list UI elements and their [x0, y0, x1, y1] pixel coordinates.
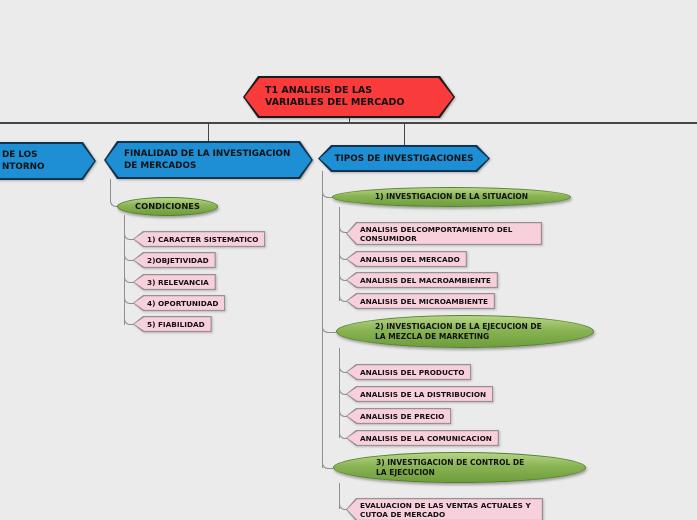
leaf-analisis-precio[interactable]: ANALISIS DE PRECIO — [346, 408, 451, 424]
leaf-condicion-4[interactable]: 4) OPORTUNIDAD — [133, 295, 225, 311]
connector-tipos-stub — [404, 122, 406, 146]
connector-elbow — [322, 323, 336, 333]
connector-elbow — [124, 251, 134, 261]
group-investigacion-control[interactable]: 3) INVESTIGACION DE CONTROL DE LA EJECUC… — [333, 452, 586, 483]
group-investigacion-situacion[interactable]: 1) INVESTIGACION DE LA SITUACION — [332, 187, 571, 207]
branch-entorno-line1: DE LOS — [2, 150, 38, 160]
connector-elbow — [339, 363, 347, 373]
branch-finalidad-label: FINALIDAD DE LA INVESTIGACION DE MERCADO… — [124, 149, 291, 171]
connector-elbow — [339, 271, 347, 281]
connector-elbow — [339, 223, 347, 233]
group-investigacion-ejecucion-mezcla[interactable]: 2) INVESTIGACION DE LA EJECUCION DE LA M… — [336, 315, 594, 348]
connector-elbow — [339, 385, 347, 395]
connector-elbow — [124, 273, 134, 283]
leaf-analisis-distribucion[interactable]: ANALISIS DE LA DISTRIBUCION — [346, 386, 493, 402]
branch-finalidad[interactable]: FINALIDAD DE LA INVESTIGACION DE MERCADO… — [104, 141, 313, 179]
connector-elbow — [124, 230, 134, 240]
connector-elbow — [339, 292, 347, 302]
root-node[interactable]: T1 ANALISIS DE LAS VARIABLES DEL MERCADO — [243, 76, 455, 118]
connector-elbow — [124, 315, 134, 325]
connector-elbow — [322, 459, 333, 469]
branch-tipos[interactable]: TIPOS DE INVESTIGACIONES — [318, 145, 490, 172]
leaf-analisis-microambiente[interactable]: ANALISIS DEL MICROAMBIENTE — [346, 293, 495, 309]
leaf-analisis-macroambiente[interactable]: ANALISIS DEL MACROAMBIENTE — [346, 272, 498, 288]
node-condiciones-label: CONDICIONES — [135, 200, 200, 211]
connector-finalidad-stub — [208, 122, 210, 142]
connector-elbow — [110, 179, 118, 207]
leaf-evaluacion-ventas[interactable]: EVALUACION DE LAS VENTAS ACTUALES Y CUTO… — [346, 498, 543, 520]
connector-trunk — [339, 483, 341, 509]
leaf-condicion-5[interactable]: 5) FIABILIDAD — [133, 316, 212, 332]
branch-entorno-partial[interactable]: DE LOS NTORNO — [0, 142, 96, 180]
connector-elbow — [124, 294, 134, 304]
connector-main-horizontal — [0, 122, 697, 124]
connector-elbow — [339, 407, 347, 417]
connector-elbow — [322, 188, 333, 198]
leaf-analisis-producto[interactable]: ANALISIS DEL PRODUCTO — [346, 364, 471, 380]
branch-tipos-label: TIPOS DE INVESTIGACIONES — [334, 153, 474, 164]
connector-trunk — [124, 215, 126, 325]
connector-elbow — [339, 250, 347, 260]
connector-elbow — [339, 429, 347, 439]
leaf-analisis-comunicacion[interactable]: ANALISIS DE LA COMUNICACION — [346, 430, 499, 446]
branch-entorno-line2: NTORNO — [2, 162, 45, 172]
leaf-analisis-consumidor[interactable]: ANALISIS DELCOMPORTAMIENTO DEL CONSUMIDO… — [346, 222, 542, 245]
node-condiciones[interactable]: CONDICIONES — [117, 197, 218, 216]
leaf-analisis-mercado[interactable]: ANALISIS DEL MERCADO — [346, 251, 467, 267]
connector-elbow — [339, 500, 347, 510]
root-node-label: T1 ANALISIS DE LAS VARIABLES DEL MERCADO — [265, 85, 405, 108]
connector-trunk — [322, 171, 324, 468]
leaf-condicion-2[interactable]: 2)OBJETIVIDAD — [133, 252, 216, 268]
connector-root-stub — [349, 117, 351, 123]
leaf-condicion-1[interactable]: 1) CARACTER SISTEMATICO — [133, 231, 265, 247]
leaf-condicion-3[interactable]: 3) RELEVANCIA — [133, 274, 216, 290]
